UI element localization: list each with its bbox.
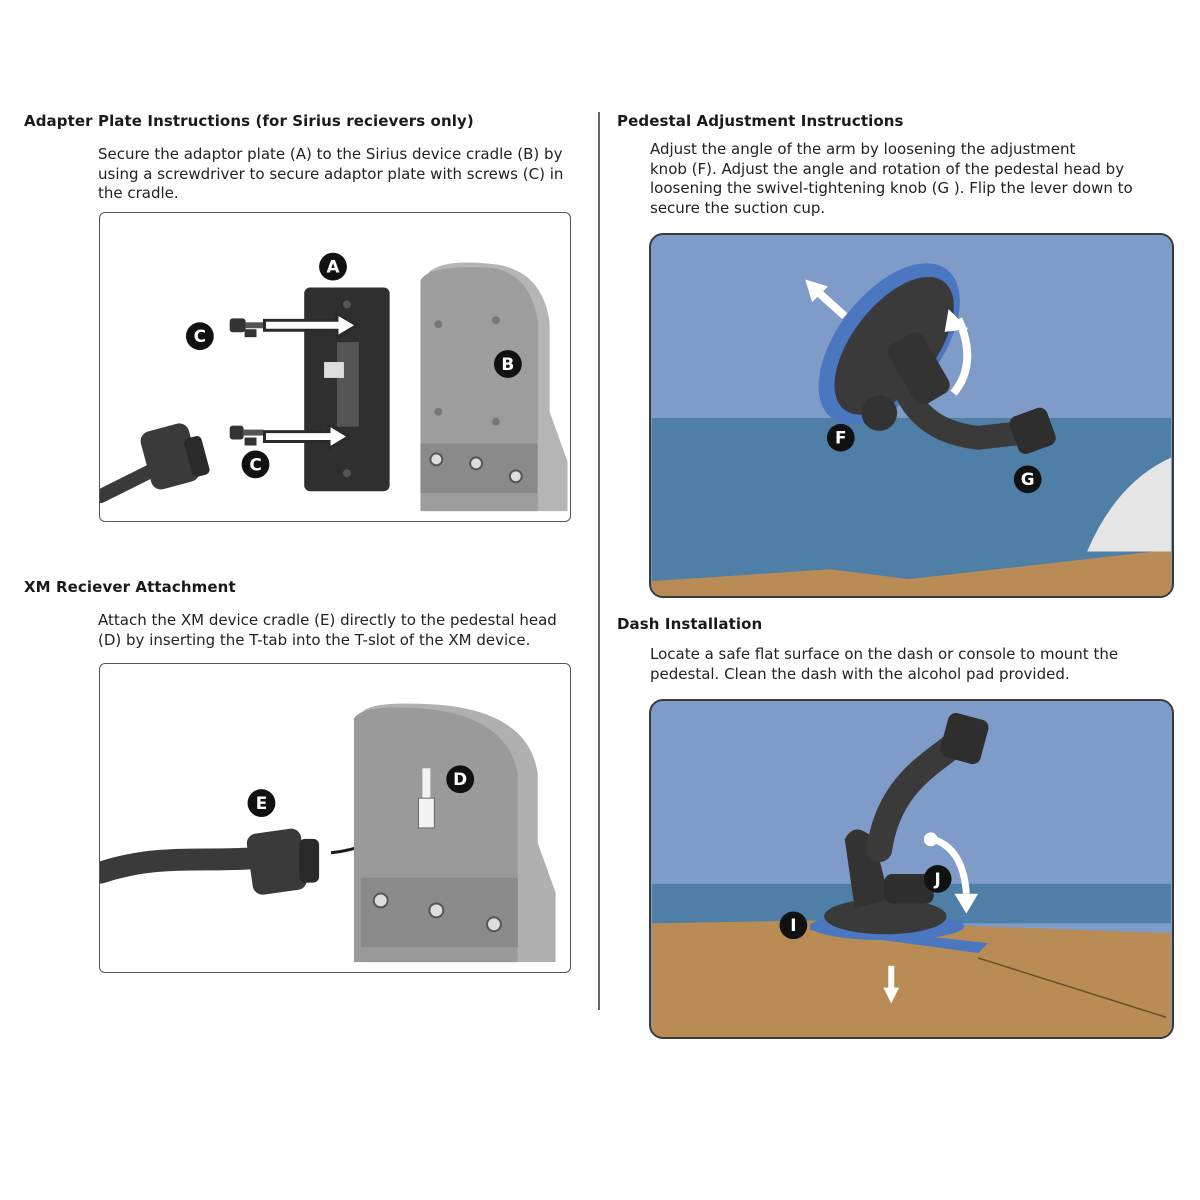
- pedestal-line-1: Adjust the angle of the arm by loosening…: [650, 140, 1076, 158]
- dash-instructions: Locate a safe flat surface on the dash o…: [650, 645, 1118, 684]
- dash-line-2: pedestal. Clean the dash with the alcoho…: [650, 664, 1070, 683]
- adapter-plate-illustration: A B C C: [99, 212, 571, 522]
- svg-text:J: J: [934, 869, 941, 889]
- label-b: B: [493, 350, 522, 378]
- adapter-line-3: the cradle.: [98, 184, 179, 202]
- label-e: E: [247, 789, 276, 818]
- xm-diagram: D E: [100, 703, 556, 963]
- lever-arrow: [932, 836, 970, 894]
- label-i: I: [779, 911, 808, 940]
- sirius-cradle: [420, 262, 568, 512]
- adapter-diagram: A B C C: [100, 252, 568, 512]
- xm-line-1: Attach the XM device cradle (E) directly…: [98, 611, 557, 629]
- pedestal-diagram: F G: [651, 235, 1172, 596]
- svg-text:C: C: [249, 454, 261, 474]
- svg-text:A: A: [326, 257, 339, 277]
- label-a: A: [319, 252, 347, 281]
- pedestal-line-2: knob (F). Adjust the angle and rotation …: [650, 159, 1125, 178]
- arrows: [262, 310, 360, 452]
- xm-line-2: (D) by inserting the T-tab into the T-sl…: [98, 630, 531, 649]
- xm-instructions: Attach the XM device cradle (E) directly…: [98, 611, 557, 650]
- xm-attachment-illustration: D E: [99, 663, 571, 973]
- pedestal-head: [140, 423, 210, 490]
- adapter-line-2: using a screwdriver to secure adaptor pl…: [98, 164, 564, 183]
- pedestal-line-4: secure the suction cup.: [650, 198, 826, 217]
- label-d: D: [446, 765, 475, 794]
- pedestal-heading: Pedestal Adjustment Instructions: [617, 112, 904, 130]
- xm-cradle: [353, 703, 556, 963]
- dashboard: [651, 549, 1172, 596]
- pedestal-adjustment-illustration: F G: [649, 233, 1174, 598]
- adapter-line-1: Secure the adaptor plate (A) to the Siri…: [98, 145, 563, 163]
- dash-installation-illustration: I J: [649, 699, 1174, 1039]
- svg-text:G: G: [1021, 469, 1035, 489]
- label-g: G: [1013, 465, 1042, 494]
- pedestal-instructions: Adjust the angle of the arm by loosening…: [650, 140, 1133, 218]
- dash-line-1: Locate a safe flat surface on the dash o…: [650, 645, 1119, 663]
- column-divider: [598, 112, 600, 1010]
- label-c-bottom: C: [241, 450, 270, 479]
- svg-text:C: C: [194, 326, 206, 346]
- headrest: [1087, 457, 1172, 552]
- dash-diagram: I J: [652, 701, 1171, 1037]
- label-f: F: [826, 423, 855, 452]
- svg-text:I: I: [790, 915, 796, 935]
- svg-text:D: D: [453, 769, 467, 789]
- pedestal-head: [246, 828, 320, 895]
- label-j: J: [923, 865, 952, 893]
- dash-heading: Dash Installation: [617, 615, 763, 633]
- arm: [100, 846, 271, 884]
- svg-text:B: B: [501, 354, 514, 374]
- pedestal-line-3: loosening the swivel-tightening knob (G …: [650, 179, 1133, 197]
- xm-heading: XM Reciever Attachment: [24, 578, 236, 596]
- svg-text:F: F: [835, 428, 846, 448]
- adapter-instructions: Secure the adaptor plate (A) to the Siri…: [98, 145, 563, 204]
- screws-top: [229, 318, 266, 338]
- suction-mount: [810, 713, 989, 953]
- adapter-heading: Adapter Plate Instructions (for Sirius r…: [24, 112, 474, 130]
- screws-bottom: [229, 425, 264, 446]
- svg-text:E: E: [256, 793, 268, 813]
- dashboard: [652, 920, 1171, 1037]
- suction-mount: [818, 263, 1056, 454]
- label-c-top: C: [185, 322, 214, 351]
